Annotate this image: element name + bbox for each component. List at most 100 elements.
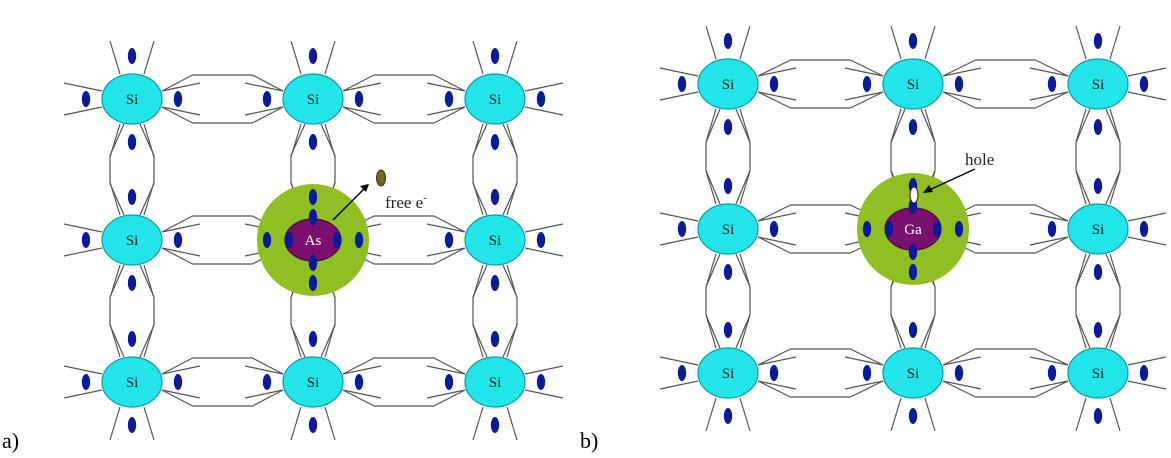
valence-electron: [954, 365, 964, 381]
valence-electron: [677, 365, 687, 381]
valence-electron: [308, 417, 318, 433]
silicon-atom: [882, 347, 944, 399]
bond-line: [109, 406, 121, 441]
bond-line: [290, 324, 306, 358]
bond-line: [472, 183, 488, 216]
bond-line: [1075, 253, 1087, 288]
bond-line: [342, 106, 382, 116]
bond-line: [161, 389, 201, 399]
hole-marker: [909, 186, 919, 204]
bond-line: [1035, 59, 1069, 77]
bond-line: [739, 253, 751, 288]
silicon-atom-label: Si: [126, 375, 139, 391]
bond-line: [1105, 108, 1121, 143]
valence-electron: [1047, 365, 1057, 381]
bond-line: [705, 108, 721, 143]
bond-line: [161, 74, 193, 92]
bond-line: [63, 247, 103, 257]
bond-line: [659, 236, 699, 246]
bond-line: [890, 108, 906, 143]
bond-line: [920, 314, 936, 349]
valence-electron: [723, 264, 733, 280]
bond-line: [342, 82, 382, 92]
bond-line: [739, 397, 751, 432]
valence-electron: [1093, 119, 1103, 135]
bond-line: [244, 106, 284, 116]
valence-electron: [173, 374, 183, 390]
valence-electron: [308, 134, 318, 150]
valence-electron: [354, 91, 364, 107]
bond-line: [161, 106, 201, 116]
valence-electron: [954, 221, 964, 237]
bond-line: [659, 212, 699, 222]
valence-electron: [769, 221, 779, 237]
silicon-atom: [101, 356, 163, 408]
valence-electron: [908, 119, 918, 135]
valence-electron: [677, 76, 687, 92]
bond-line: [161, 215, 193, 233]
bond-line: [705, 25, 717, 60]
bond-line: [426, 82, 466, 92]
silicon-atom-label: Si: [722, 222, 735, 238]
valence-electron: [862, 365, 872, 381]
bond-line: [735, 170, 751, 205]
bond-line: [659, 356, 699, 366]
valence-electron: [1047, 76, 1057, 92]
silicon-atom: [464, 73, 526, 125]
valence-electron: [1093, 264, 1103, 280]
bond-line: [63, 365, 103, 375]
bond-line: [1035, 348, 1069, 366]
bond-line: [705, 253, 721, 288]
silicon-atom-label: Si: [907, 366, 920, 382]
valence-electron: [908, 264, 918, 280]
bond-line: [252, 74, 284, 92]
bond-line: [290, 406, 302, 441]
bond-line: [143, 40, 155, 75]
bond-line: [1029, 212, 1069, 222]
bond-line: [739, 314, 751, 349]
valence-electron: [262, 232, 272, 248]
bond-line: [109, 324, 125, 358]
bond-line: [506, 406, 518, 441]
valence-electron: [81, 374, 91, 390]
valence-electron: [1093, 178, 1103, 194]
valence-electron: [723, 119, 733, 135]
bond-line: [252, 389, 284, 407]
valence-electron: [173, 232, 183, 248]
bond-line: [161, 365, 201, 375]
bond-line: [942, 67, 982, 77]
valence-electron: [81, 91, 91, 107]
bond-line: [705, 314, 717, 349]
bond-line: [433, 389, 466, 407]
bond-line: [739, 170, 751, 205]
valence-electron: [444, 91, 454, 107]
bond-line: [472, 324, 488, 358]
bond-line: [502, 324, 518, 358]
bond-line: [1035, 236, 1069, 254]
silicon-atom-label: Si: [722, 366, 735, 382]
bond-line: [426, 389, 466, 399]
bond-line: [1109, 253, 1121, 288]
valence-electron: [723, 178, 733, 194]
silicon-atom: [1067, 203, 1129, 255]
bond-line: [850, 348, 884, 366]
bond-line: [757, 348, 791, 366]
bond-line: [161, 247, 201, 257]
valence-electron: [862, 221, 872, 237]
bond-line: [1127, 380, 1167, 390]
silicon-atom-label: Si: [126, 233, 139, 249]
bond-line: [924, 108, 936, 143]
bond-line: [1029, 356, 1069, 366]
free-electron-arrow: [332, 187, 366, 221]
silicon-atom-label: Si: [1092, 366, 1105, 382]
silicon-atom: [464, 214, 526, 266]
bond-line: [844, 380, 884, 390]
valence-electron: [127, 48, 137, 64]
valence-electron: [1093, 33, 1103, 49]
bond-line: [320, 123, 336, 156]
bond-line: [109, 183, 125, 216]
bond-line: [705, 397, 717, 432]
valence-electron: [284, 232, 294, 248]
bond-line: [472, 264, 488, 298]
silicon-atom: [1067, 58, 1129, 110]
